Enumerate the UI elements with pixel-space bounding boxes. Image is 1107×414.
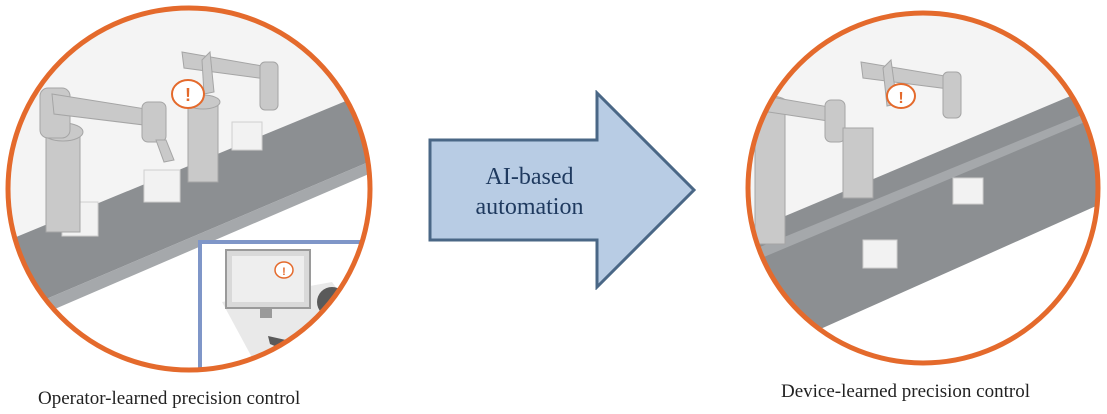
arrow-label-line1: AI-based <box>485 164 574 190</box>
conveyor-belt <box>8 82 370 336</box>
device-learned-scene: ! <box>745 10 1101 366</box>
arrow-right-icon <box>428 90 697 290</box>
left-caption: Operator-learned precision control <box>38 388 301 409</box>
robot-arm-icon <box>39 87 175 233</box>
product-boxes <box>61 121 263 237</box>
svg-text:!: ! <box>185 85 191 105</box>
ai-automation-arrow: AI-based automation <box>427 90 698 290</box>
operator-panel: ! <box>198 240 370 370</box>
svg-text:!: ! <box>282 266 286 278</box>
arrow-label-line2: automation <box>475 194 584 220</box>
svg-text:!: ! <box>898 90 903 107</box>
operator-learned-scene: ! ! <box>5 5 373 373</box>
alert-bubble-icon: ! <box>171 79 205 109</box>
alert-bubble-icon: ! <box>886 83 916 109</box>
product-boxes <box>862 177 984 269</box>
robot-arm-icon <box>181 50 279 183</box>
right-caption: Device-learned precision control <box>781 381 1030 402</box>
monitor-icon: ! <box>225 249 311 318</box>
conveyor-belt <box>748 74 1098 363</box>
